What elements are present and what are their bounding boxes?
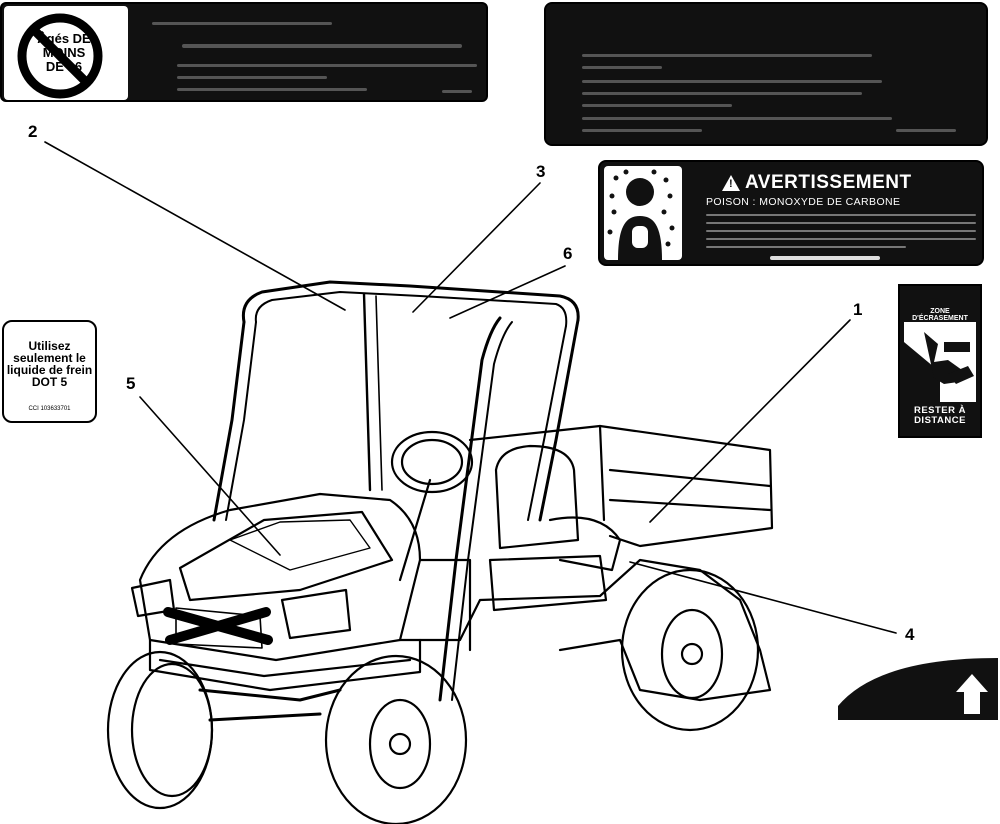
- callout-3: 3: [536, 162, 546, 181]
- callout-6: 6: [563, 244, 573, 263]
- no-entry-panel: Âgés DE MOINS DE 16: [4, 6, 128, 100]
- callout-4: 4: [905, 625, 915, 644]
- callout-1: 1: [853, 300, 863, 319]
- brake-fluid-label: Utilisez seulement le liquide de frein D…: [2, 320, 97, 423]
- up-arrow-icon: [956, 674, 988, 714]
- warning-triangle-icon: !: [722, 175, 740, 191]
- pinch-point-label: ZONE D'ÉCRASEMENT RESTER À DISTANCE: [898, 284, 982, 438]
- no-entry-text: Âgés DE MOINS DE 16: [37, 31, 91, 74]
- warning-title: AVERTISSEMENT: [745, 172, 912, 193]
- pinch-footer: RESTER À DISTANCE: [913, 405, 967, 426]
- callout-5: 5: [126, 374, 136, 393]
- warning-subtitle: POISON : MONOXYDE DE CARBONE: [706, 196, 901, 208]
- instruction-decal: [544, 2, 988, 146]
- brake-fluid-text: Utilisez seulement le liquide de frein D…: [6, 339, 93, 389]
- carbon-monoxide-pictogram: [604, 166, 682, 260]
- pinch-header: ZONE D'ÉCRASEMENT: [912, 308, 968, 322]
- hand-crush-icon: [904, 322, 976, 402]
- carbon-monoxide-warning-label: ! AVERTISSEMENT POISON : MONOXYDE DE CAR…: [598, 160, 984, 266]
- brake-fluid-code: CCI 103633701: [28, 406, 71, 412]
- no-entry-icon: [17, 13, 103, 99]
- forward-direction-decal: [838, 658, 998, 720]
- under-16-warning-decal: Âgés DE MOINS DE 16: [0, 2, 488, 102]
- callout-2: 2: [28, 122, 38, 141]
